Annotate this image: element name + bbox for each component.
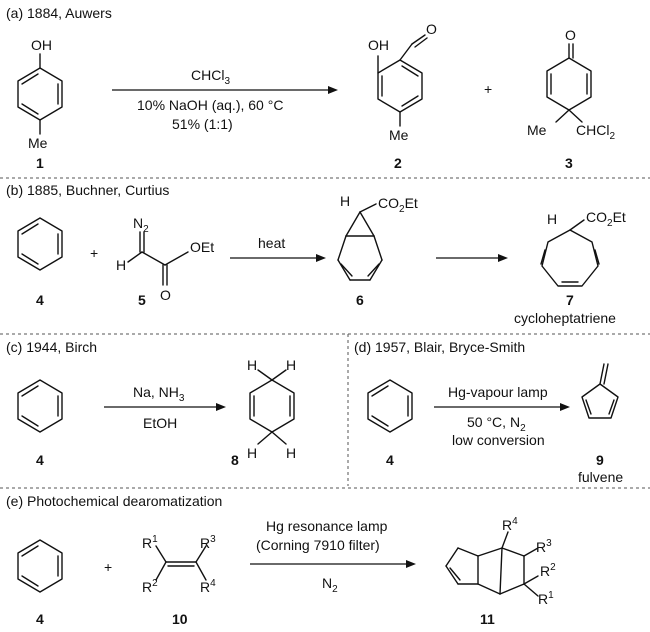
compound-11-label: 11	[480, 611, 495, 627]
compound-6-label: 6	[356, 292, 364, 308]
compound-3-label: 3	[565, 155, 573, 171]
hydrogen-label-8a: H	[247, 357, 257, 373]
substituent-r3: R3	[200, 534, 216, 551]
plus-sign-b: +	[90, 245, 98, 261]
compound-9-name: fulvene	[578, 469, 623, 485]
benzene-structure-b	[17, 217, 63, 271]
aldehyde-oxygen-label: O	[426, 21, 437, 37]
compound-4-label-d: 4	[386, 452, 394, 468]
reagent-conversion: low conversion	[452, 432, 545, 448]
section-e-header: (e) Photochemical dearomatization	[6, 493, 222, 509]
ester-label-6: CO2Et	[378, 195, 418, 215]
compound-5-label: 5	[138, 292, 146, 308]
section-d-header: (d) 1957, Blair, Bryce-Smith	[354, 339, 525, 355]
hydrogen-label-7: H	[547, 211, 557, 227]
substituent-r1: R1	[142, 534, 158, 551]
plus-sign-e: +	[104, 559, 112, 575]
product-substituent-r3: R3	[536, 538, 552, 555]
substituent-r2: R2	[142, 578, 158, 595]
dichloromethyl-label: CHCl2	[576, 122, 615, 142]
section-c-header: (c) 1944, Birch	[6, 339, 97, 355]
ethyl-diazoacetate-structure	[127, 231, 189, 286]
hydrogen-label-8b: H	[286, 357, 296, 373]
alkene-structure	[155, 545, 207, 581]
plus-sign-a: +	[484, 81, 492, 97]
reagent-heat: heat	[258, 235, 285, 251]
hydroxyl-label: OH	[31, 37, 52, 53]
section-a: (a) 1884, Auwers OH Me 1 CHCl3 10% NaOH …	[6, 5, 615, 171]
product-substituent-r2: R2	[540, 562, 556, 579]
compound-4-label-c: 4	[36, 452, 44, 468]
product-substituent-r1: R1	[538, 590, 554, 607]
reagent-temperature-nitrogen: 50 °C, N2	[467, 414, 526, 434]
dienone-structure	[546, 43, 592, 123]
carbonyl-oxygen-label: O	[160, 287, 171, 303]
compound-1-label: 1	[36, 155, 44, 171]
ethoxy-label: OEt	[190, 239, 214, 255]
section-e: (e) Photochemical dearomatization 4 + R1…	[6, 493, 556, 627]
compound-7-label: 7	[566, 292, 574, 308]
compound-7-name: cycloheptatriene	[514, 310, 616, 326]
compound-8-label: 8	[231, 452, 239, 468]
hydrogen-label-8d: H	[286, 445, 296, 461]
p-cresol-structure	[17, 53, 63, 135]
reagent-yield: 51% (1:1)	[172, 116, 233, 132]
section-b: (b) 1885, Buchner, Curtius 4 + N2 H OEt …	[6, 182, 626, 326]
compound-4-label-e: 4	[36, 611, 44, 627]
hydroxyl-label-2: OH	[368, 37, 389, 53]
hydrogen-label-5: H	[116, 257, 126, 273]
methyl-label-3: Me	[527, 122, 547, 138]
section-b-header: (b) 1885, Buchner, Curtius	[6, 182, 169, 198]
compound-9-label: 9	[596, 452, 604, 468]
product-substituent-r4: R4	[502, 516, 518, 533]
reagent-sodium-ammonia: Na, NH3	[133, 384, 185, 404]
fulvene-structure	[581, 363, 619, 419]
cycloheptatriene-structure	[540, 219, 600, 287]
diazo-label: N2	[133, 215, 149, 235]
methyl-label: Me	[28, 135, 48, 151]
reagent-mercury-lamp: Hg-vapour lamp	[448, 384, 548, 400]
section-d: (d) 1957, Blair, Bryce-Smith 4 Hg-vapour…	[354, 339, 623, 485]
benzene-structure-e	[17, 539, 63, 593]
compound-2-label: 2	[394, 155, 402, 171]
reagent-naoh: 10% NaOH (aq.), 60 °C	[137, 97, 283, 113]
reagent-hg-resonance-lamp: Hg resonance lamp	[266, 518, 388, 534]
cyclohexadiene-structure	[249, 369, 295, 445]
reagent-ethanol: EtOH	[143, 415, 177, 431]
reagent-corning-filter: (Corning 7910 filter)	[256, 537, 380, 553]
ester-label-7: CO2Et	[586, 209, 626, 229]
benzene-structure-c	[17, 379, 63, 433]
ketone-oxygen-label: O	[565, 27, 576, 43]
hydrogen-label-6: H	[340, 193, 350, 209]
reagent-chloroform: CHCl3	[191, 67, 230, 87]
benzene-structure-d	[367, 379, 413, 433]
section-c: (c) 1944, Birch 4 Na, NH3 EtOH H H H H 8	[6, 339, 296, 468]
norcaradiene-structure	[337, 203, 383, 281]
methyl-label-2: Me	[389, 127, 409, 143]
compound-10-label: 10	[172, 611, 188, 627]
section-a-header: (a) 1884, Auwers	[6, 5, 112, 21]
salicylaldehyde-structure	[377, 34, 428, 127]
hydrogen-label-8c: H	[247, 445, 257, 461]
compound-4-label-b: 4	[36, 292, 44, 308]
reagent-nitrogen: N2	[322, 575, 338, 595]
tricyclic-product-structure	[445, 531, 539, 597]
substituent-r4: R4	[200, 578, 216, 595]
